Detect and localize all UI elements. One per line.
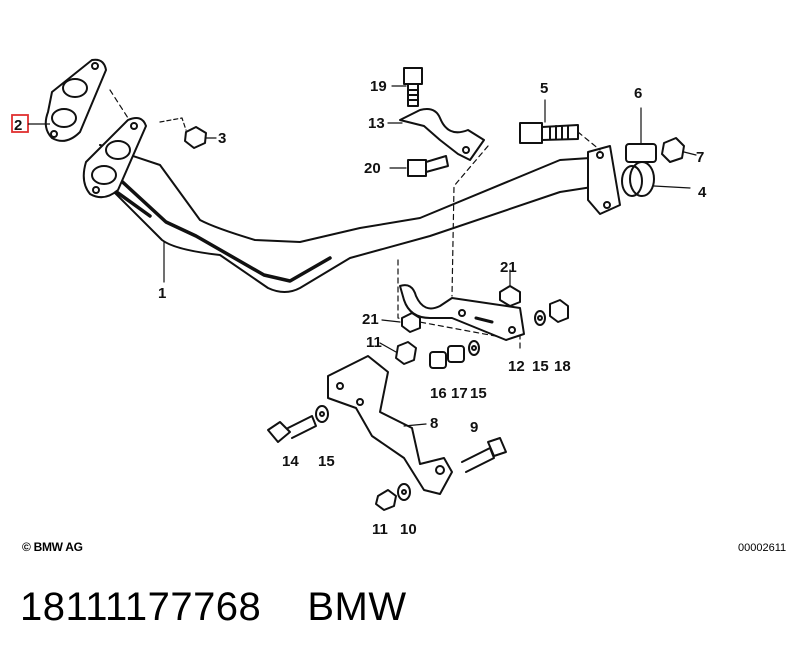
callout-label-15a: 15 [318,453,335,470]
nut-part-7 [661,137,697,163]
callout-label-3: 3 [218,130,226,147]
callout-label-16: 16 [430,385,447,402]
bolt-part-5 [519,99,579,144]
bracket-part-13 [387,108,485,161]
callout-label-4: 4 [698,184,707,201]
bolt-part-14 [267,415,317,443]
callout-label-21b: 21 [362,311,379,328]
callout-label-10: 10 [400,521,417,538]
callout-label-7: 7 [696,149,704,166]
callout-label-11b: 11 [372,521,388,538]
gasket-part [44,58,107,142]
callout-label-18: 18 [554,358,571,375]
callout-label-5: 5 [540,80,548,97]
callout-label-1: 1 [158,285,166,302]
nut-part-11-upper [379,341,417,365]
bolt-part-9 [461,437,507,473]
support-bracket-part-8 [327,355,453,495]
spacer-part-16 [429,351,447,369]
rear-flange [587,145,621,215]
drawing-number: 00002611 [738,542,787,554]
callout-label-20: 20 [364,160,381,177]
callout-label-17: 17 [451,385,468,402]
brand-name: BMW [307,585,407,629]
nut-part-21-lower [381,312,421,333]
spacer-part-17 [447,345,465,363]
exploded-parts-diagram: 1234567891011111213141515151617181920212… [11,58,707,538]
callout-label-12: 12 [508,358,525,375]
callout-label-13: 13 [368,115,385,132]
callout-label-15b: 15 [532,358,549,375]
caption: 18111177768 BMW [20,585,407,630]
callout-label-11a: 11 [366,334,382,351]
callout-label-9: 9 [470,419,478,436]
exhaust-pipe-part [98,144,612,293]
callout-label-19: 19 [370,78,387,95]
callout-label-21a: 21 [500,259,517,276]
part-number: 18111177768 [20,585,262,629]
assembly-guide-lines [109,89,601,353]
washer-part-10 [397,483,411,501]
washer-part-15-right [534,310,546,326]
nut-part-11-lower [375,489,397,511]
callout-label-15c: 15 [470,385,487,402]
callout-label-8: 8 [430,415,438,432]
copyright-notice: © BMW AG [22,540,83,554]
bolt-part-19 [391,67,423,107]
bolt-part-20 [389,155,449,177]
callout-label-2: 2 [14,117,22,134]
callout-label-14: 14 [282,453,299,470]
pipe-flange [82,117,147,199]
washer-part-15-left [315,405,329,423]
clamp-ring-part [621,161,691,197]
callout-label-6: 6 [634,85,642,102]
sleeve-part-6 [625,107,657,163]
nut-part-3 [159,117,217,149]
nut-part-21 [499,269,521,307]
nut-part-18 [549,299,569,323]
washer-part-15-mid [468,340,480,356]
